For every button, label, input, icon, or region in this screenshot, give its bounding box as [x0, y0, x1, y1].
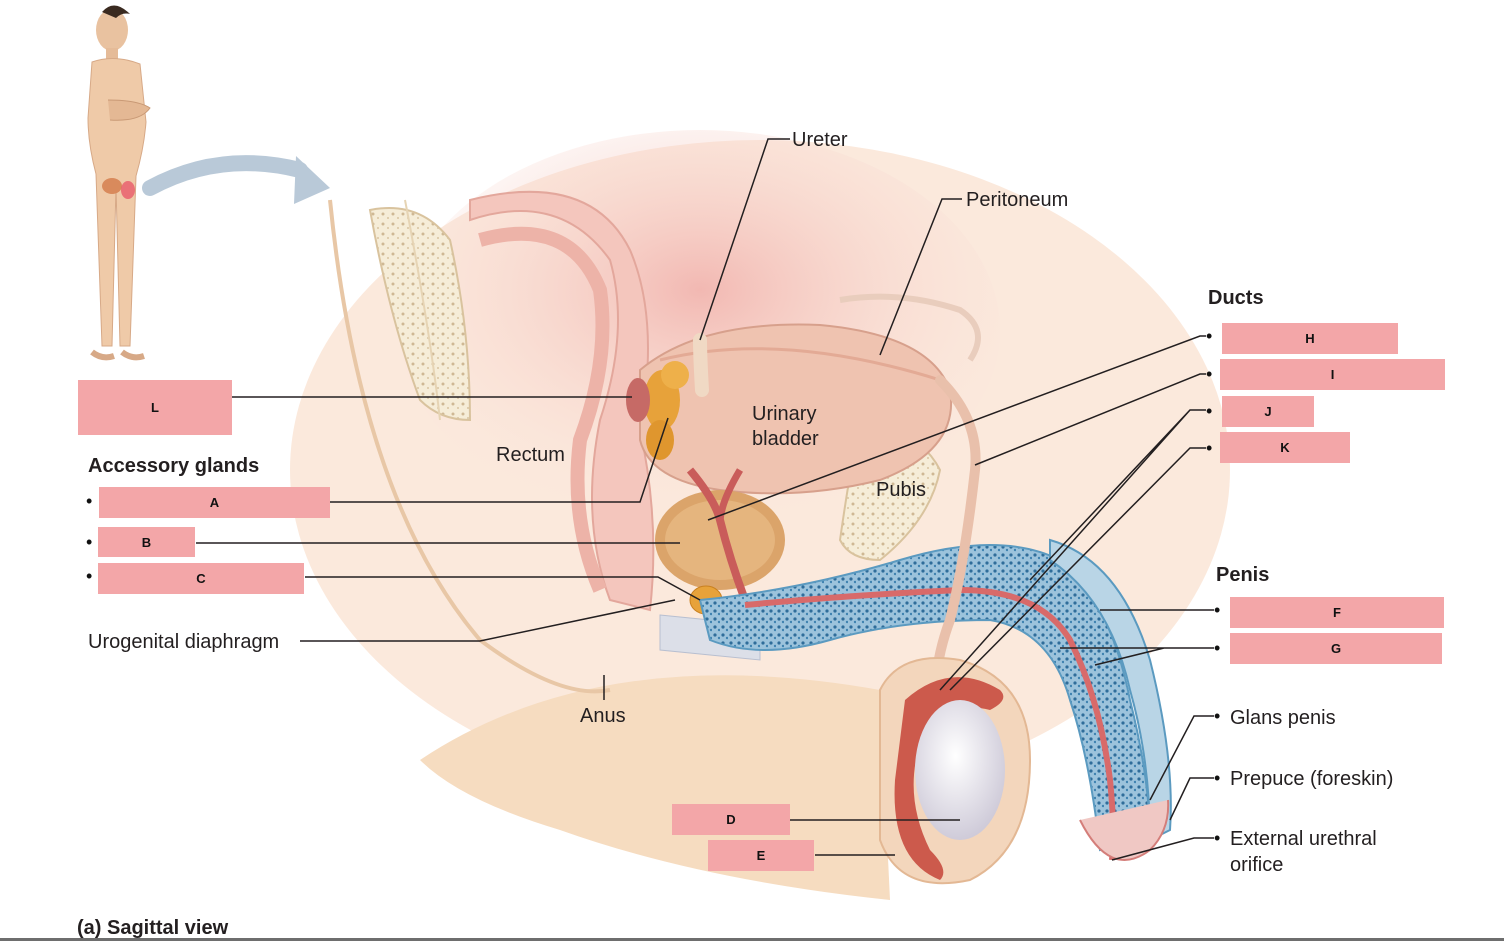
leader-lines	[196, 138, 1214, 861]
label-anus: Anus	[580, 705, 626, 727]
answer-box-c[interactable]: C	[98, 563, 304, 594]
answer-box-k[interactable]: K	[1220, 432, 1350, 463]
body-figure	[87, 5, 151, 361]
answer-box-i[interactable]: I	[1220, 359, 1445, 390]
answer-box-b[interactable]: B	[98, 527, 195, 557]
answer-box-a[interactable]: A	[99, 487, 330, 518]
bullet: •	[86, 491, 93, 511]
answer-box-g[interactable]: G	[1230, 633, 1442, 664]
bullet: •	[86, 566, 93, 586]
label-external-urethral-orifice-line1: External urethral	[1230, 828, 1377, 850]
label-ureter: Ureter	[792, 129, 848, 151]
seminal-vesicle	[626, 361, 689, 460]
bullet: •	[1206, 364, 1213, 384]
bullet: •	[1214, 706, 1221, 726]
scrotum	[879, 657, 1032, 885]
answer-box-e[interactable]: E	[708, 840, 814, 871]
label-glans-penis: Glans penis	[1230, 707, 1336, 729]
bullet: •	[1214, 638, 1221, 658]
label-external-urethral-orifice-line2: orifice	[1230, 854, 1284, 876]
figure-caption: (a) Sagittal view	[77, 917, 229, 939]
testis	[915, 700, 1005, 840]
bullet: •	[1206, 401, 1213, 421]
label-urogenital-diaphragm: Urogenital diaphragm	[88, 631, 280, 653]
answer-box-j[interactable]: J	[1222, 396, 1314, 427]
answer-box-l[interactable]: L	[78, 380, 232, 435]
bullet: •	[1214, 600, 1221, 620]
bullet: •	[1206, 438, 1213, 458]
label-peritoneum: Peritoneum	[966, 189, 1069, 211]
heading-accessory-glands: Accessory glands	[88, 455, 260, 477]
bullet: •	[86, 532, 93, 552]
bullet: •	[1206, 326, 1213, 346]
heading-penis: Penis	[1216, 564, 1270, 586]
label-urinary-bladder-line1: Urinary	[752, 403, 817, 425]
urinary-bladder	[639, 323, 953, 495]
bottom-border	[0, 938, 1504, 941]
answer-box-d[interactable]: D	[672, 804, 790, 835]
bullet: •	[1214, 768, 1221, 788]
rectum	[469, 190, 655, 612]
answer-box-h[interactable]: H	[1222, 323, 1398, 354]
label-urinary-bladder-line2: bladder	[752, 428, 819, 450]
prostate	[655, 490, 785, 590]
label-pubis: Pubis	[876, 479, 927, 501]
label-prepuce: Prepuce (foreskin)	[1230, 768, 1394, 790]
answer-box-f[interactable]: F	[1230, 597, 1444, 628]
bullet: •	[1214, 828, 1221, 848]
label-rectum: Rectum	[496, 444, 565, 466]
heading-ducts: Ducts	[1208, 287, 1264, 309]
